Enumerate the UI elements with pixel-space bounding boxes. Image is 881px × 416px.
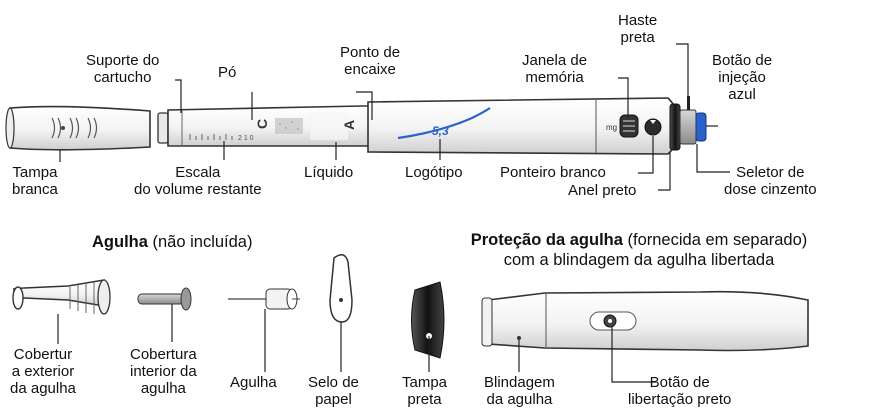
inner-needle-cover — [137, 287, 192, 311]
label-black-cap: Tampa preta — [402, 374, 448, 408]
label-grey-dose-selector: Seletor de dose cinzento — [724, 164, 817, 198]
letter-c-marking: C — [254, 119, 270, 129]
label-memory-window: Janela de memória — [522, 52, 588, 86]
label-remaining-volume-scale: Escala do volume restante — [134, 164, 262, 198]
label-powder: Pó — [218, 64, 237, 81]
label-white-cap: Tampa branca — [12, 164, 58, 198]
label-blue-injection-button: Botão de injeção azul — [712, 52, 773, 103]
cartridge-holder: 2 1 0 C A — [157, 105, 376, 147]
heading-needle: Agulha (não incluída) — [92, 233, 253, 251]
label-inner-needle-cover: Cobertura interior da agulha — [130, 346, 197, 397]
label-outer-needle-cover: Cobertur a exterior da agulha — [10, 346, 76, 397]
paper-seal — [329, 254, 353, 323]
label-paper-seal: Selo de papel — [308, 374, 359, 408]
white-cap — [5, 105, 151, 151]
outer-needle-cover — [12, 279, 111, 315]
label-connection-point: Ponto de encaixe — [340, 44, 401, 78]
logo-number: 5,3 — [432, 124, 449, 138]
label-black-release-button: Botão de libertação preto — [628, 374, 732, 408]
label-black-rod: Haste preta — [618, 12, 658, 46]
label-cartridge-holder: Suporte do cartucho — [86, 52, 160, 86]
label-black-ring: Anel preto — [568, 182, 637, 199]
needle-shield-body — [481, 290, 809, 352]
label-liquid: Líquido — [304, 164, 354, 181]
label-logo: Logótipo — [405, 164, 463, 181]
heading-needle-guard: Proteção da agulha (fornecida em separad… — [470, 231, 808, 269]
label-needle: Agulha — [230, 374, 277, 391]
label-white-pointer: Ponteiro branco — [500, 164, 606, 181]
black-cap — [411, 281, 445, 359]
pen-body: 5,3 mg — [367, 97, 681, 155]
scale-marking: 2 1 0 — [238, 135, 254, 142]
needle — [228, 288, 300, 310]
letter-a-marking: A — [341, 120, 357, 130]
pen-rear — [669, 96, 707, 151]
leader-lines — [57, 43, 730, 383]
mg-marking: mg — [606, 123, 617, 132]
label-needle-shield: Blindagem da agulha — [484, 374, 555, 408]
